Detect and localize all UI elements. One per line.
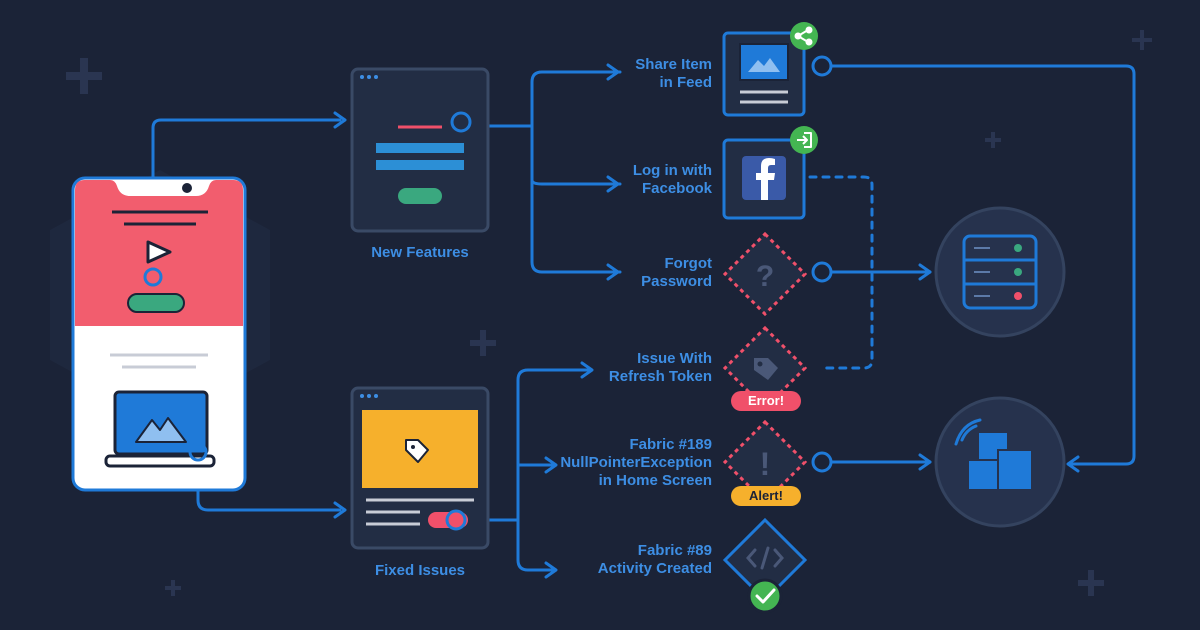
dashed-connector	[808, 175, 874, 370]
tag-icon	[405, 439, 429, 463]
connector-phone-to-new-features	[151, 118, 342, 274]
flag-icon	[146, 240, 172, 264]
connector-lines	[151, 64, 1136, 572]
check-icon	[747, 578, 783, 614]
fixed-issues-card	[350, 386, 490, 550]
alert-label: Fabric #189 NullPointerException in Home…	[560, 436, 712, 489]
forgot-password-node: ?	[722, 231, 833, 317]
connector-phone-to-fixed-issues	[196, 450, 342, 512]
boxes-icon	[967, 431, 1033, 491]
error-badge: Error!	[747, 393, 785, 408]
connector-share-to-packages	[830, 64, 1136, 466]
server-node	[934, 206, 1066, 338]
share-item-node	[722, 22, 833, 117]
new-features-label: New Features	[371, 244, 469, 261]
fixed-issues-label: Fixed Issues	[374, 562, 466, 579]
packages-node	[934, 396, 1066, 528]
image-card-icon	[739, 43, 789, 81]
share-icon	[790, 22, 818, 50]
exclamation-icon: !	[760, 446, 771, 482]
phone-mockup	[71, 176, 247, 492]
new-features-card	[350, 67, 490, 233]
code-icon	[746, 546, 784, 570]
alert-badge: Alert!	[749, 488, 783, 503]
activity-created-node	[722, 517, 808, 614]
facebook-login-label: Log in with Facebook	[632, 162, 712, 197]
share-item-label: Share Item in Feed	[635, 56, 712, 91]
question-icon: ?	[756, 260, 774, 293]
activity-created-label: Fabric #89 Activity Created	[597, 542, 712, 577]
refresh-token-label: Issue With Refresh Token	[608, 350, 712, 385]
refresh-token-node	[722, 325, 808, 411]
facebook-login-node	[722, 126, 818, 220]
forgot-password-label: Forgot Password	[641, 255, 712, 290]
server-icon	[962, 234, 1038, 310]
alert-node: !	[722, 419, 833, 506]
arrowheads	[333, 63, 1080, 579]
